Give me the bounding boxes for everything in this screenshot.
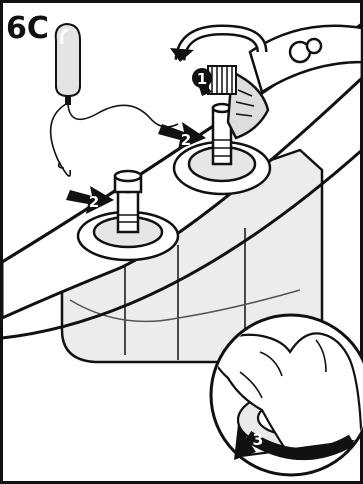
callout-2-right: 2: [181, 131, 191, 149]
callout-2-right-label: 2: [181, 131, 191, 149]
callout-2-left-label: 2: [89, 193, 99, 211]
callout-1-label: 1: [197, 70, 207, 88]
nut: [208, 66, 236, 94]
callout-3: 3: [252, 430, 263, 449]
callout-2-left: 2: [89, 193, 99, 211]
callout-1: 1: [192, 68, 212, 88]
step-id: 6C: [6, 11, 49, 46]
callout-3-label: 3: [252, 430, 263, 449]
